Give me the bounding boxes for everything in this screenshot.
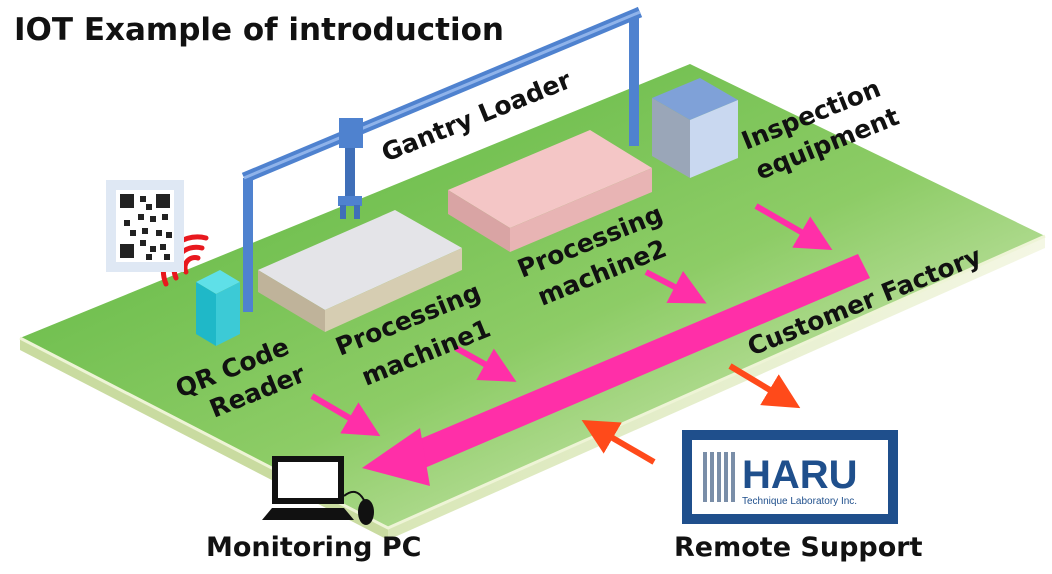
monitoring-pc-icon	[262, 456, 374, 525]
data-flow-main-arrow	[362, 254, 870, 486]
haru-logo-subtitle: Technique Laboratory Inc.	[742, 496, 857, 507]
qr-code-reader-device	[196, 270, 240, 346]
processing-machine-1	[258, 210, 462, 332]
haru-logo: HARU Technique Laboratory Inc.	[682, 430, 898, 524]
inspection-equipment	[652, 78, 738, 178]
haru-logo-name: HARU	[742, 453, 858, 497]
processing-machine-2	[448, 130, 652, 252]
data-arrows	[310, 203, 833, 437]
monitoring-pc-label: Monitoring PC	[206, 532, 422, 563]
qr-code-icon	[106, 180, 184, 272]
gantry-loader	[241, 6, 643, 312]
remote-support-arrows	[581, 363, 801, 465]
page-title: IOT Example of introduction	[14, 12, 504, 48]
remote-support-label: Remote Support	[674, 532, 923, 563]
